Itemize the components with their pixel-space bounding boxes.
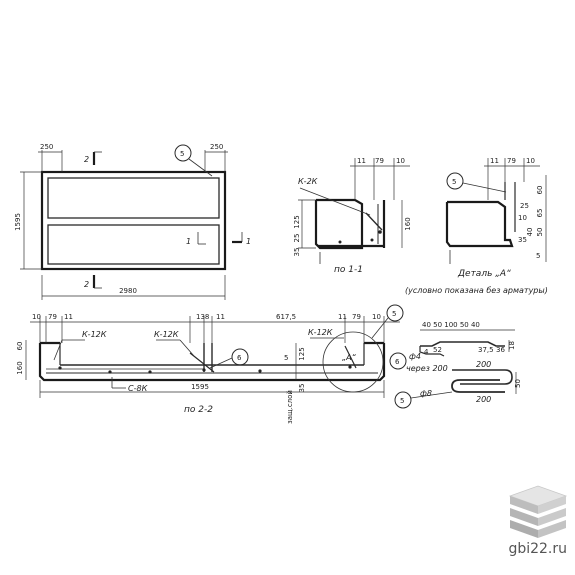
s22-callout-6: 6 (237, 354, 242, 362)
plan-outline (40, 170, 227, 271)
bar-5-detail: 50 5 ф8 200 (394, 372, 522, 409)
s11-dim-left-a: 125 (293, 215, 301, 228)
bar6-spacing-label: через 200 (406, 364, 448, 373)
bar5-dim-side: 50 (514, 379, 522, 388)
s22-label-k12k-c: К-12К (308, 328, 333, 337)
s22-dim-a: 10 (32, 313, 41, 321)
s22-caption: по 2-2 (184, 405, 213, 415)
s11-dim-right: 160 (404, 217, 412, 230)
plan-section-mark-1-left: 1 (186, 237, 191, 246)
s22-dim-g: 11 (338, 313, 347, 321)
det-dim-top-b: 79 (507, 157, 516, 165)
plan-section-mark-1-right: 1 (246, 237, 251, 246)
bar6-dim-c: 18 (508, 341, 516, 350)
det-dim-r4: 10 (518, 214, 527, 222)
watermark-text: gbi22.ru (508, 541, 567, 557)
det-note: (условно показана без арматуры) (405, 286, 548, 295)
s22-label-k12k-b: К-12К (154, 330, 179, 339)
det-dim-r6: 50 (536, 228, 544, 237)
plan-view: 250 250 1595 2980 2 2 1 1 5 (14, 143, 251, 300)
s22-dim-length: 1595 (191, 383, 209, 391)
plan-section-mark-bottom: 2 (84, 280, 89, 289)
s22-dim-mid-a: 125 (298, 347, 306, 360)
s11-dim-left-b: 25 (293, 234, 301, 243)
plan-dim-top-right: 250 (210, 143, 223, 151)
bar6-diameter: ф4 (409, 352, 421, 361)
s22-callout-5: 5 (392, 310, 396, 318)
s22-dim-left-b: 60 (16, 342, 24, 351)
det-dim-r1: 60 (536, 186, 544, 195)
det-dim-r2: 25 (520, 202, 529, 210)
s11-dim-top-c: 10 (396, 157, 405, 165)
s22-dim-mid-c: 5 (284, 354, 288, 362)
s22-dim-f: 617,5 (276, 313, 296, 321)
watermark: gbi22.ru (508, 538, 567, 557)
plan-panel-top (47, 177, 220, 219)
plan-dim-width: 2980 (119, 287, 137, 295)
s22-label-k12k-a: К-12К (82, 330, 107, 339)
s22-dim-left-a: 160 (16, 361, 24, 374)
bar6-dim-e: 4 (424, 348, 429, 356)
s22-label-a: „А“ (342, 353, 357, 362)
s11-dim-top-a: 11 (357, 157, 366, 165)
bar5-length: 200 (476, 395, 491, 404)
gbi22-logo-icon (508, 485, 568, 538)
det-title: Деталь „А“ (457, 269, 511, 279)
det-callout: 5 (452, 178, 456, 186)
s11-dim-left-c: 35 (293, 248, 301, 257)
det-dim-r7: 35 (518, 236, 527, 244)
det-dim-r5: 40 (526, 228, 534, 237)
det-dim-r3: 65 (536, 209, 544, 218)
s22-dim-e: 11 (216, 313, 225, 321)
s11-label-frame: К-2К (298, 177, 318, 186)
detail-a: 11 79 10 60 25 65 10 40 50 35 5 5 Деталь… (405, 157, 548, 295)
section-2-2: 10 79 11 138 11 617,5 11 79 10 160 60 12… (16, 304, 404, 424)
s11-caption: по 1-1 (334, 265, 363, 275)
s22-dim-mid-b: 35 (298, 384, 306, 393)
det-dim-r8: 5 (536, 252, 540, 260)
s22-dim-c: 11 (64, 313, 73, 321)
bar6-dim-top: 40 50 100 50 40 (422, 321, 480, 329)
plan-dim-height: 1595 (14, 213, 22, 231)
s22-dim-d: 138 (196, 313, 209, 321)
s22-dim-b: 79 (48, 313, 57, 321)
plan-panel-bottom (47, 224, 220, 265)
det-dim-top-a: 11 (490, 157, 499, 165)
bar6-dim-a: 52 (433, 346, 442, 354)
bar6-dim-d: 37,5 (478, 346, 494, 354)
det-dim-top-c: 10 (526, 157, 535, 165)
s22-dim-i: 10 (372, 313, 381, 321)
plan-callout: 5 (180, 150, 184, 158)
s11-dim-top-b: 79 (375, 157, 384, 165)
s22-dim-h: 79 (352, 313, 361, 321)
plan-section-mark-top: 2 (84, 155, 89, 164)
plan-dim-top-left: 250 (40, 143, 53, 151)
bar6-dim-b: 36 (496, 346, 505, 354)
bar-6-detail: 40 50 100 50 40 52 4 37,5 36 18 6 ф4 чер… (389, 321, 516, 385)
s22-label-mesh: С-8К (128, 384, 148, 393)
bar5-callout: 5 (400, 397, 404, 405)
bar6-callout: 6 (395, 358, 400, 366)
bar6-spacing-value: 200 (476, 360, 491, 369)
section-1-1: 11 79 10 125 25 35 160 К-2К по 1-1 (293, 157, 412, 275)
bar5-diameter: ф8 (420, 389, 432, 398)
s22-label-cover: защ.слой (286, 390, 294, 424)
